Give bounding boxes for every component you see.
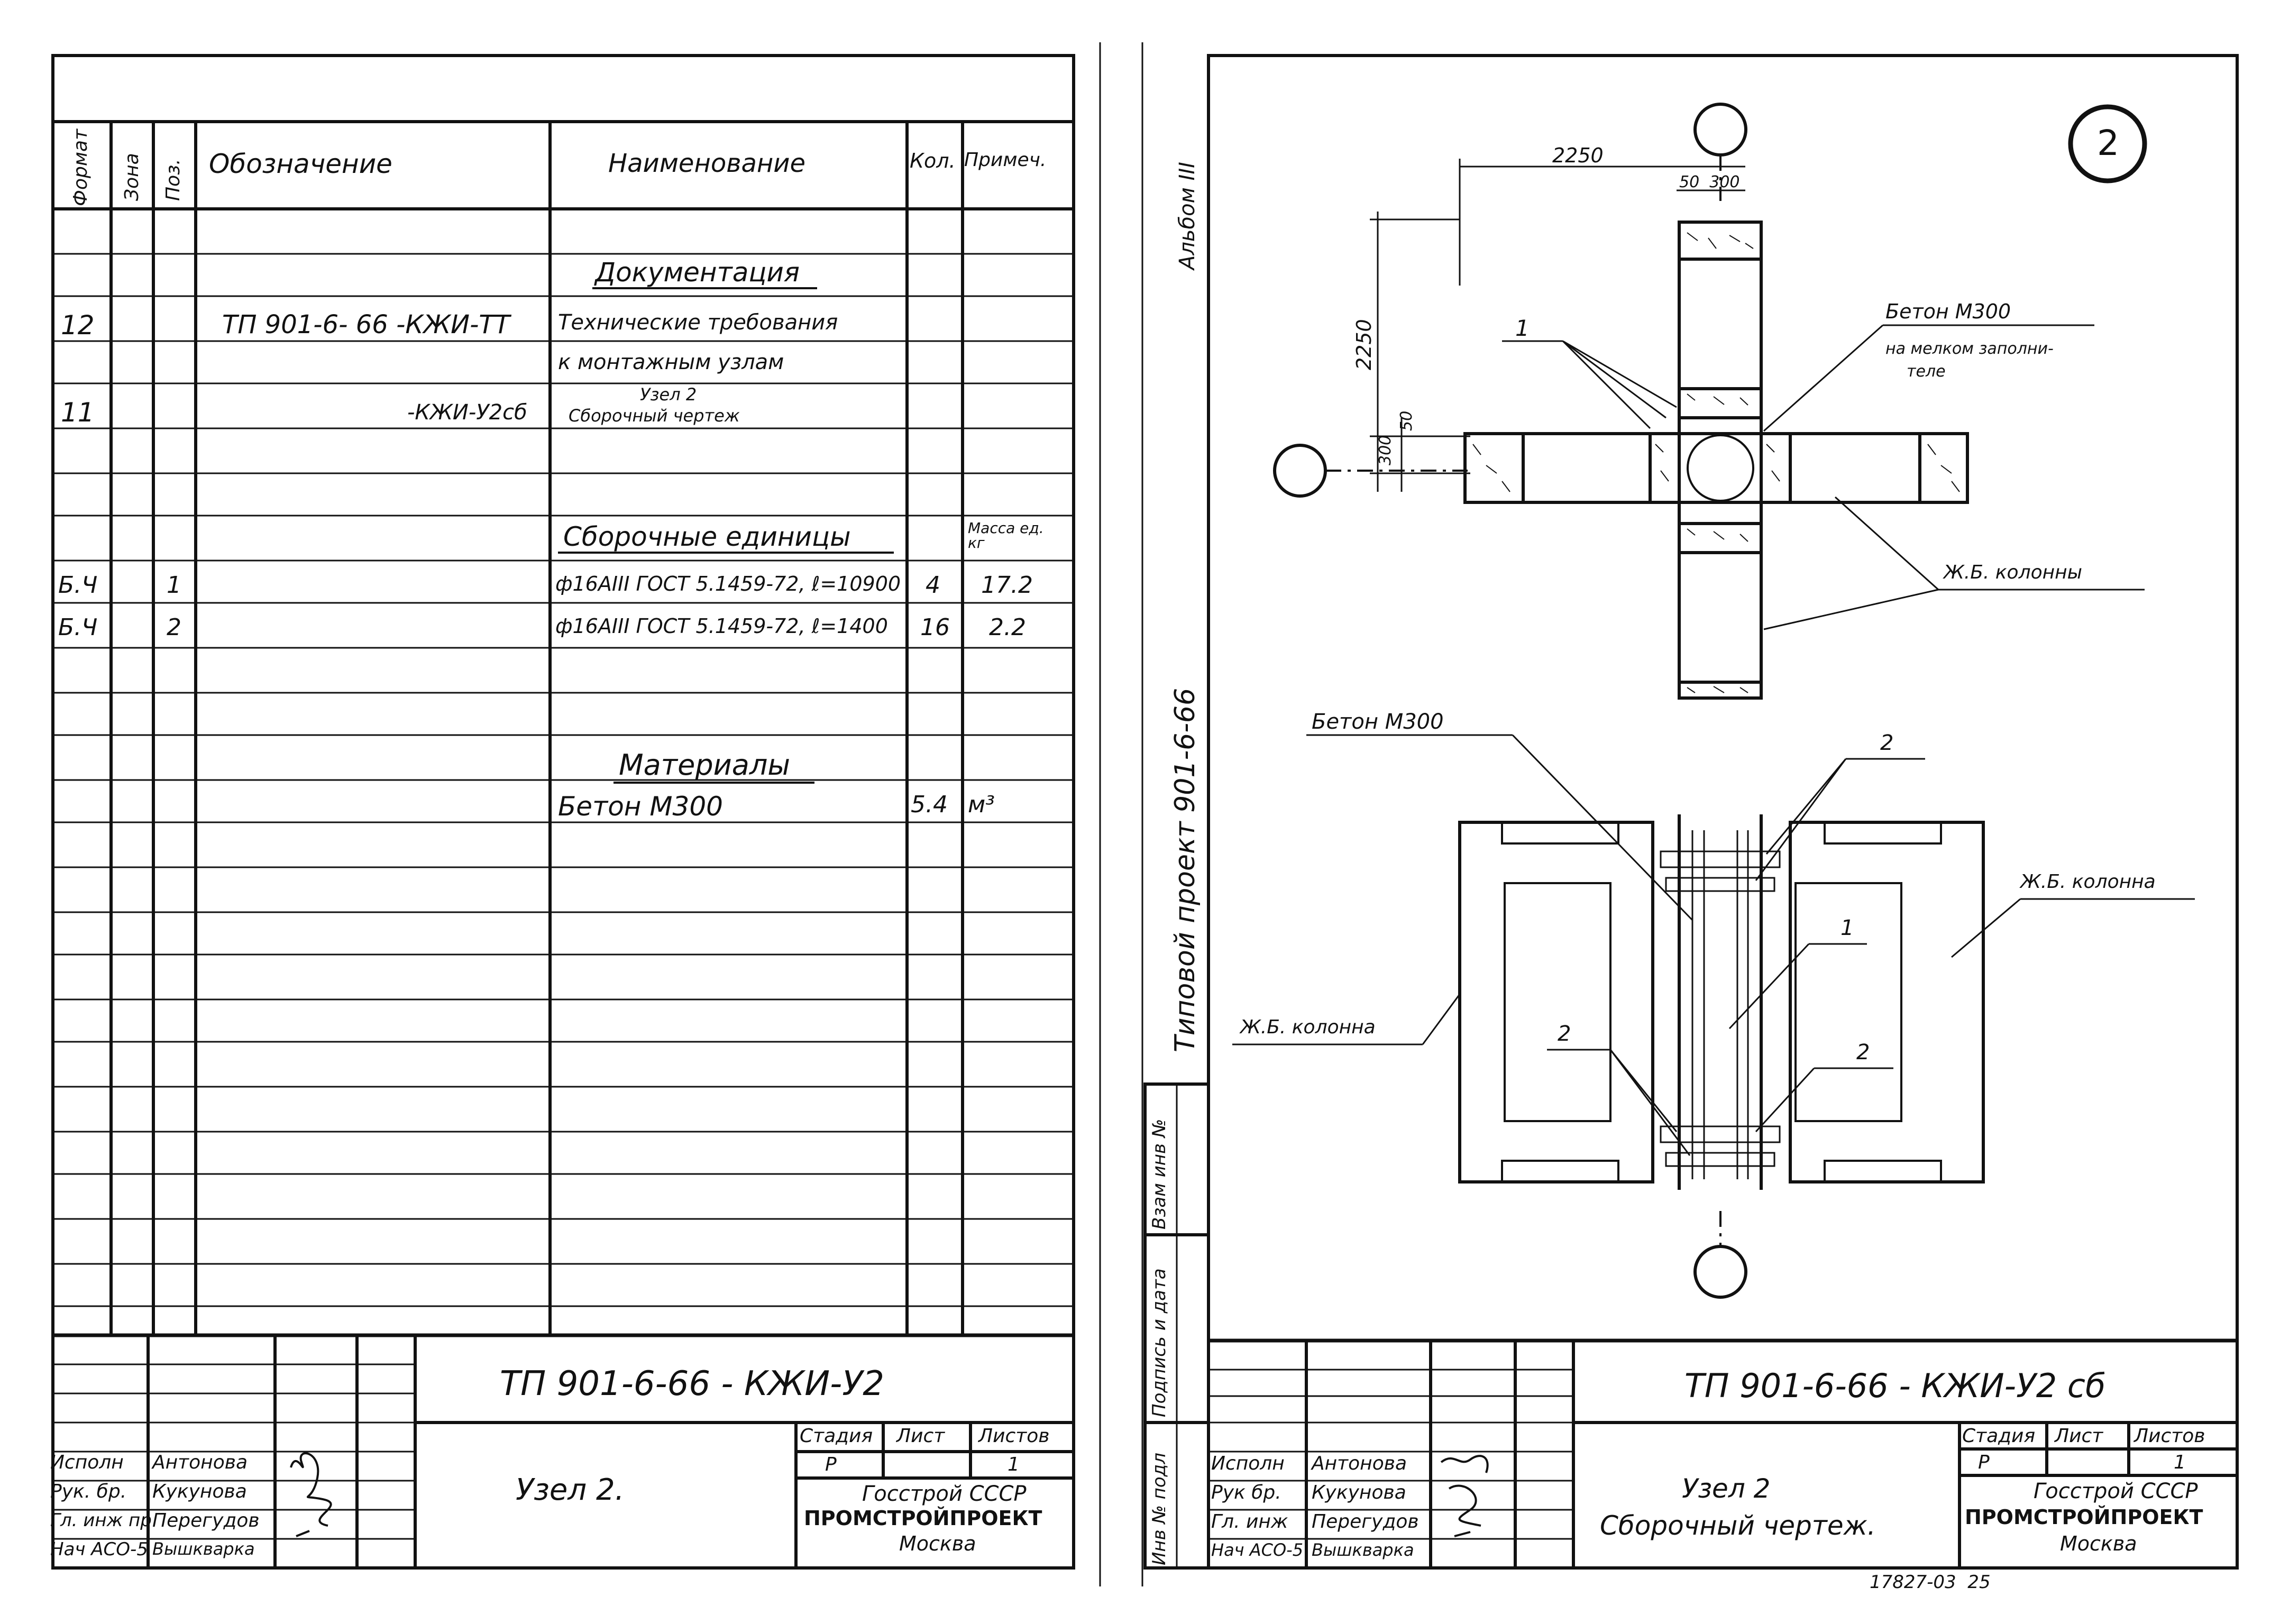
left-person: Вышкварка [152,1539,255,1559]
right-person: Антонова [1312,1453,1407,1474]
row-name: Технические требования [558,310,838,335]
left-person: Кукунова [152,1481,247,1502]
callout: 2 [1880,731,1894,755]
signature [1439,1452,1502,1547]
left-role: Нач АСО-5 [50,1539,148,1560]
callout: теле [1907,362,1946,381]
right-role: Гл. инж [1211,1511,1288,1533]
left-org: Госстрой СССР [862,1482,1027,1506]
row-note: Масса ед. кг [968,519,1044,552]
right-org: Москва [2060,1532,2137,1555]
right-sheets: 1 [2174,1452,2186,1473]
row-qty: 16 [920,614,950,641]
row-format: 12 [61,310,95,341]
header-note: Примеч. [964,149,1047,171]
section-assemblies: Сборочные единицы [563,521,851,552]
right-stage: Р [1978,1452,1990,1473]
row-designation: ТП 901-6- 66 -КЖИ-ТТ [222,310,510,340]
dimension: 2250 [1352,319,1376,370]
left-sheet-label: Лист [896,1425,945,1447]
left-role: Гл. инж пр [50,1510,152,1531]
header-qty: Кол. [910,149,956,172]
row-pos: 1 [167,572,181,599]
left-role: Исполн [50,1452,124,1473]
left-person: Антонова [152,1452,248,1473]
row-format: Б.Ч [58,614,98,641]
left-person: Перегудов [152,1510,260,1531]
callout: 1 [1841,916,1854,940]
callout: Ж.Б. колонна [2020,871,2156,893]
left-role: Рук. бр. [50,1481,127,1502]
stamp-label: Подпись и дата [1149,1268,1170,1417]
right-org: Госстрой СССР [2034,1479,2198,1503]
right-person: Вышкварка [1312,1540,1414,1560]
right-sheets-label: Листов [2134,1425,2205,1447]
right-title-code: ТП 901-6-66 - КЖИ-У2 сб [1684,1366,2106,1405]
left-sheets: 1 [1008,1454,1020,1475]
dimension: 2250 [1552,144,1604,167]
row-name: Бетон М300 [558,791,723,822]
row-name: ф16АIII ГОСТ 5.1459-72, ℓ=10900 [555,572,901,595]
left-title-code: ТП 901-6-66 - КЖИ-У2 [500,1364,884,1403]
row-note: 2.2 [989,614,1026,641]
dimension: 300 [1376,435,1395,465]
right-role: Рук бр. [1211,1482,1281,1503]
row-name-top: Узел 2 [640,384,697,405]
left-sheets-label: Листов [978,1425,1050,1447]
signature [286,1446,344,1547]
row-note: 17.2 [981,572,1033,599]
row-name: к монтажным узлам [558,350,784,374]
right-title-name: Сборочный чертеж. [1600,1510,1876,1541]
row-name: ф16АIII ГОСТ 5.1459-72, ℓ=1400 [555,614,888,638]
row-name: Сборочный чертеж [569,406,740,426]
callout: Бетон М300 [1885,300,2011,323]
right-person: Кукунова [1312,1482,1406,1503]
row-format: 11 [61,397,95,428]
header-designation: Обозначение [209,149,392,179]
stamp-label: Взам инв № [1149,1118,1170,1230]
right-title-name: Узел 2 [1682,1473,1771,1504]
left-stage: Р [825,1454,837,1475]
left-org: ПРОМСТРОЙПРОЕКТ [804,1507,1042,1530]
callout: 1 [1515,315,1530,341]
callout: 2 [1558,1022,1571,1046]
row-format: Б.Ч [58,572,98,599]
callout: Ж.Б. колонна [1240,1016,1376,1038]
section-materials: Материалы [619,748,790,782]
section-docs: Документация [595,257,800,288]
row-pos: 2 [167,614,181,641]
right-person: Перегудов [1312,1511,1419,1533]
left-title-name: Узел 2. [516,1473,625,1507]
callout: на мелком заполни- [1885,340,2054,358]
right-role: Исполн [1211,1453,1285,1474]
footer-number: 17827-03 25 [1870,1572,1991,1593]
right-role: Нач АСО-5 [1211,1540,1304,1560]
header-name: Наименование [608,149,806,178]
right-org: ПРОМСТРОЙПРОЕКТ [1965,1506,2203,1529]
left-stage-label: Стадия [800,1425,873,1447]
dimension: 50 300 [1679,173,1740,191]
stamp-label: Инв № подл [1149,1453,1170,1565]
header-zone: Зона [121,153,143,201]
row-qty: 5.4 [911,791,948,818]
project-label: Типовой проект 901-6-66 [1169,687,1201,1052]
album-label: Альбом III [1175,162,1199,270]
header-format: Формат [70,129,91,206]
row-note: м³ [968,791,995,818]
right-sheet-label: Лист [2055,1425,2103,1447]
left-org: Москва [899,1532,976,1555]
header-pos: Поз. [162,159,184,201]
row-qty: 4 [926,572,940,599]
callout: Ж.Б. колонны [1944,562,2083,583]
detail-number: 2 [2097,123,2119,163]
callout: Бетон М300 [1312,710,1444,734]
callout: 2 [1856,1040,1870,1065]
right-stage-label: Стадия [1962,1425,2036,1447]
row-designation: -КЖИ-У2сб [407,400,527,425]
dimension: 50 [1397,410,1416,431]
